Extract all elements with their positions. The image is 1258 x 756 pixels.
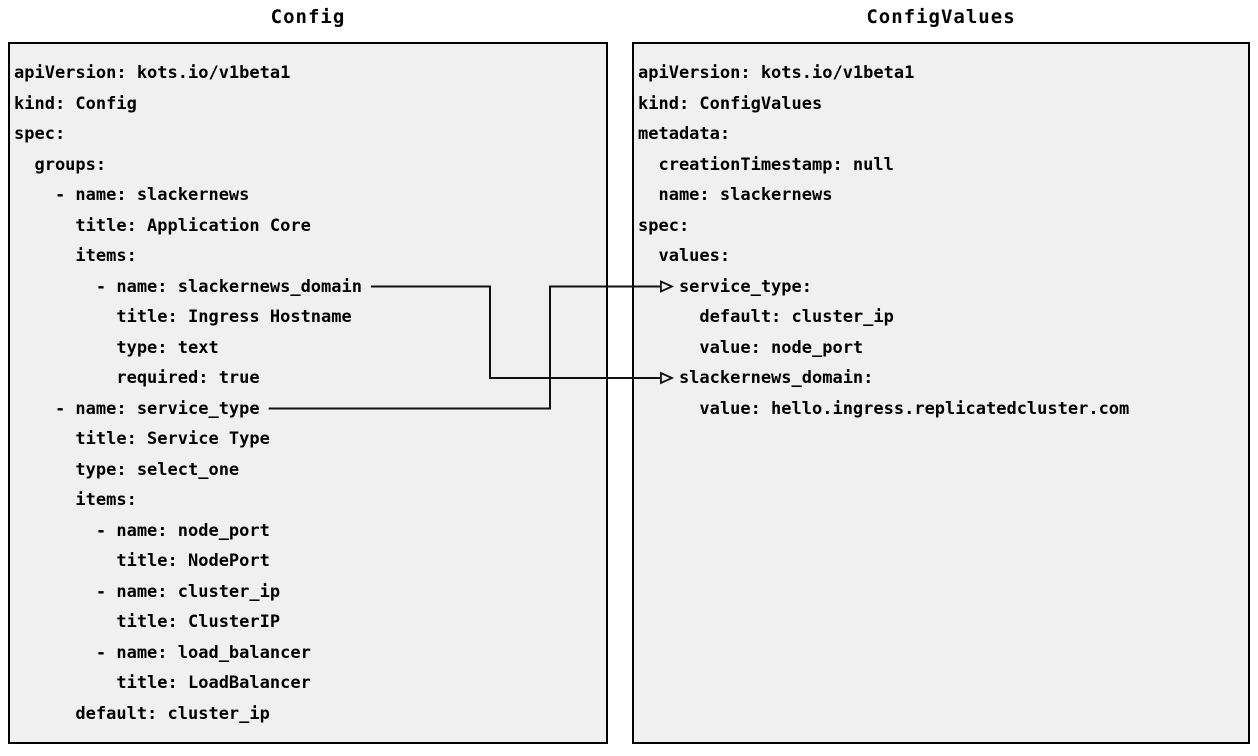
yaml-line-text: - name: cluster_ip: [14, 581, 281, 602]
yaml-line-text: spec:: [14, 124, 66, 144]
configvalues-yaml-code: apiVersion: kots.io/v1beta1 kind: ConfigV…: [634, 44, 1248, 424]
yaml-line: items:: [14, 241, 602, 272]
yaml-line-text: spec:: [638, 215, 690, 236]
yaml-line-text: - name: slackernews: [14, 185, 250, 205]
yaml-line-text: service_type:: [638, 276, 812, 297]
yaml-line: required: true: [14, 363, 602, 394]
yaml-line: title: LoadBalancer: [14, 668, 602, 699]
yaml-line: - name: node_port: [14, 516, 602, 547]
yaml-line: type: text: [14, 333, 602, 364]
yaml-line: title: Service Type: [14, 424, 602, 455]
yaml-line-text: name: slackernews: [638, 185, 833, 205]
yaml-line-text: apiVersion: kots.io/v1beta1: [14, 63, 291, 83]
yaml-line: title: NodePort: [14, 546, 602, 577]
yaml-line-text: - name: service_type: [14, 398, 260, 419]
yaml-line-text: values:: [638, 246, 731, 266]
yaml-line: - name: slackernews_domain: [14, 272, 602, 303]
yaml-line-text: metadata:: [638, 124, 731, 144]
yaml-line: kind: ConfigValues: [638, 89, 1244, 120]
yaml-line: title: Application Core: [14, 211, 602, 242]
config-yaml-code: apiVersion: kots.io/v1beta1 kind: Config s…: [10, 44, 606, 729]
yaml-line: default: cluster_ip: [14, 699, 602, 730]
yaml-line: value: node_port: [638, 333, 1244, 364]
yaml-line: value: hello.ingress.replicatedcluster.c…: [638, 394, 1244, 425]
yaml-line: slackernews_domain:: [638, 363, 1244, 394]
yaml-line-text: default: cluster_ip: [638, 307, 894, 327]
yaml-line-text: value: hello.ingress.replicatedcluster.c…: [638, 398, 1130, 419]
yaml-line: - name: service_type: [14, 394, 602, 425]
yaml-line-text: groups:: [14, 154, 107, 175]
yaml-line-text: apiVersion: kots.io/v1beta1: [638, 63, 915, 83]
yaml-line-text: title: ClusterIP: [14, 612, 281, 632]
yaml-line: title: Ingress Hostname: [14, 302, 602, 333]
yaml-line: spec:: [14, 119, 602, 150]
yaml-line-text: - name: load_balancer: [14, 642, 311, 663]
yaml-line-text: - name: slackernews_domain: [14, 276, 362, 297]
yaml-line: name: slackernews: [638, 180, 1244, 211]
yaml-line: items:: [14, 485, 602, 516]
configvalues-panel-title: ConfigValues: [866, 6, 1016, 28]
yaml-line: service_type:: [638, 272, 1244, 303]
yaml-line-text: type: text: [14, 337, 219, 358]
yaml-line: title: ClusterIP: [14, 607, 602, 638]
yaml-line-text: required: true: [14, 368, 260, 388]
config-panel-title: Config: [270, 6, 346, 28]
yaml-line: metadata:: [638, 119, 1244, 150]
yaml-line: creationTimestamp: null: [638, 150, 1244, 181]
yaml-line: apiVersion: kots.io/v1beta1: [14, 58, 602, 89]
yaml-line-text: default: cluster_ip: [14, 703, 270, 724]
yaml-line-text: kind: ConfigValues: [638, 93, 823, 114]
yaml-line: - name: load_balancer: [14, 638, 602, 669]
yaml-line-text: title: Application Core: [14, 215, 311, 236]
yaml-line: apiVersion: kots.io/v1beta1: [638, 58, 1244, 89]
yaml-line-text: value: node_port: [638, 337, 864, 358]
yaml-line: kind: Config: [14, 89, 602, 120]
yaml-line-text: - name: node_port: [14, 520, 270, 541]
yaml-line-text: slackernews_domain:: [638, 368, 874, 388]
yaml-line: type: select_one: [14, 455, 602, 486]
yaml-line: groups:: [14, 150, 602, 181]
yaml-line: - name: cluster_ip: [14, 577, 602, 608]
yaml-line-text: items:: [14, 246, 137, 266]
yaml-line-text: kind: Config: [14, 93, 137, 114]
yaml-line: spec:: [638, 211, 1244, 242]
yaml-line-text: type: select_one: [14, 459, 240, 480]
yaml-line-text: title: NodePort: [14, 551, 270, 571]
yaml-line-text: items:: [14, 490, 137, 510]
yaml-line: values:: [638, 241, 1244, 272]
yaml-line-text: title: Ingress Hostname: [14, 307, 352, 327]
config-panel: apiVersion: kots.io/v1beta1 kind: Config s…: [8, 42, 608, 744]
yaml-line-text: creationTimestamp: null: [638, 154, 894, 175]
configvalues-panel: apiVersion: kots.io/v1beta1 kind: ConfigV…: [632, 42, 1250, 744]
yaml-line-text: title: LoadBalancer: [14, 673, 311, 693]
yaml-line: default: cluster_ip: [638, 302, 1244, 333]
yaml-line-text: title: Service Type: [14, 429, 270, 449]
yaml-line: - name: slackernews: [14, 180, 602, 211]
